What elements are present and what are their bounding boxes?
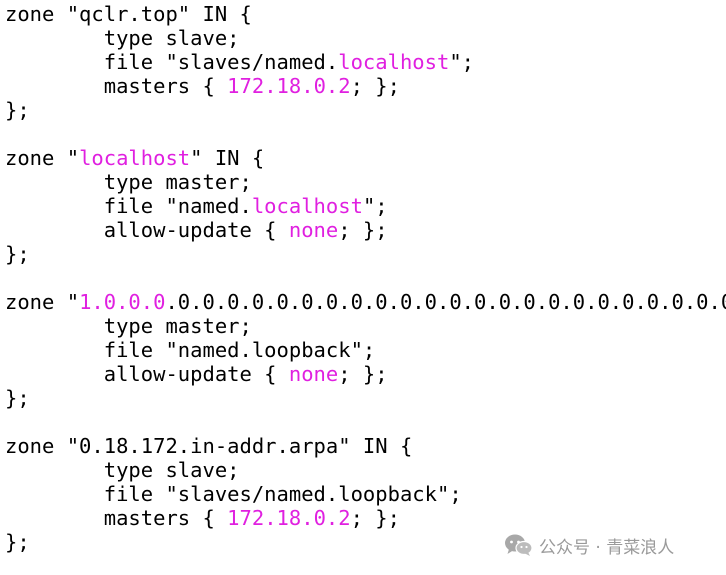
highlighted-token: none [288,218,339,242]
code-line: zone "1.0.0.0.0.0.0.0.0.0.0.0.0.0.0.0.0.… [5,290,726,314]
code-token: }; [5,386,30,410]
code-line: allow-update { none; }; [5,218,726,242]
code-token: masters { [5,506,228,530]
code-line: masters { 172.18.0.2; }; [5,74,726,98]
code-line: type slave; [5,458,726,482]
highlighted-token: none [288,362,339,386]
code-token: zone "qclr.top" IN { [5,2,252,26]
code-token: " IN { [190,146,265,170]
code-token: type slave; [5,458,240,482]
watermark: 公众号 · 青菜浪人 [503,532,674,558]
code-token: file "named. [5,194,252,218]
code-token: file "slaves/named. [5,50,339,74]
code-token: ; }; [338,362,388,386]
code-token: allow-update { [5,362,289,386]
code-token: masters { [5,74,228,98]
code-token: }; [5,530,30,554]
code-token: .0.0.0.0.0.0.0.0.0.0.0.0.0.0.0.0.0.0.0.0… [165,290,726,314]
code-line: masters { 172.18.0.2; }; [5,506,726,530]
highlighted-token: 172.18.0.2 [227,506,351,530]
code-token: ; }; [350,74,400,98]
code-line [5,410,726,434]
code-token: }; [5,242,30,266]
code-token: "; [362,194,388,218]
highlighted-token: 1.0.0.0 [79,290,166,314]
code-token: "; [449,50,475,74]
code-line: file "named.loopback"; [5,338,726,362]
code-line: file "named.localhost"; [5,194,726,218]
code-line: file "slaves/named.loopback"; [5,482,726,506]
wechat-icon [505,534,533,556]
highlighted-token: 172.18.0.2 [227,74,351,98]
code-line: zone "0.18.172.in-addr.arpa" IN { [5,434,726,458]
code-line: zone "localhost" IN { [5,146,726,170]
code-line: type slave; [5,26,726,50]
code-line [5,266,726,290]
code-token: ; }; [350,506,400,530]
watermark-text: 公众号 · 青菜浪人 [539,537,675,558]
code-token: zone " [5,146,80,170]
code-editor[interactable]: zone "qclr.top" IN { type slave; file "s… [5,2,726,554]
code-line: file "slaves/named.localhost"; [5,50,726,74]
code-line: zone "qclr.top" IN { [5,2,726,26]
code-line: }; [5,242,726,266]
code-token: file "named.loopback"; [5,338,376,362]
code-line: type master; [5,314,726,338]
highlighted-token: localhost [79,146,191,170]
code-token: file "slaves/named.loopback"; [5,482,462,506]
code-token: type slave; [5,26,240,50]
code-line: allow-update { none; }; [5,362,726,386]
code-line: }; [5,98,726,122]
code-line [5,122,726,146]
code-token: type master; [5,170,252,194]
highlighted-token: localhost [338,50,450,74]
code-token: zone " [5,290,80,314]
code-token: type master; [5,314,252,338]
code-line: type master; [5,170,726,194]
code-token: ; }; [338,218,388,242]
highlighted-token: localhost [251,194,363,218]
code-line: }; [5,530,726,554]
code-token: }; [5,98,30,122]
code-token: allow-update { [5,218,289,242]
code-line: }; [5,386,726,410]
code-token: zone "0.18.172.in-addr.arpa" IN { [5,434,413,458]
